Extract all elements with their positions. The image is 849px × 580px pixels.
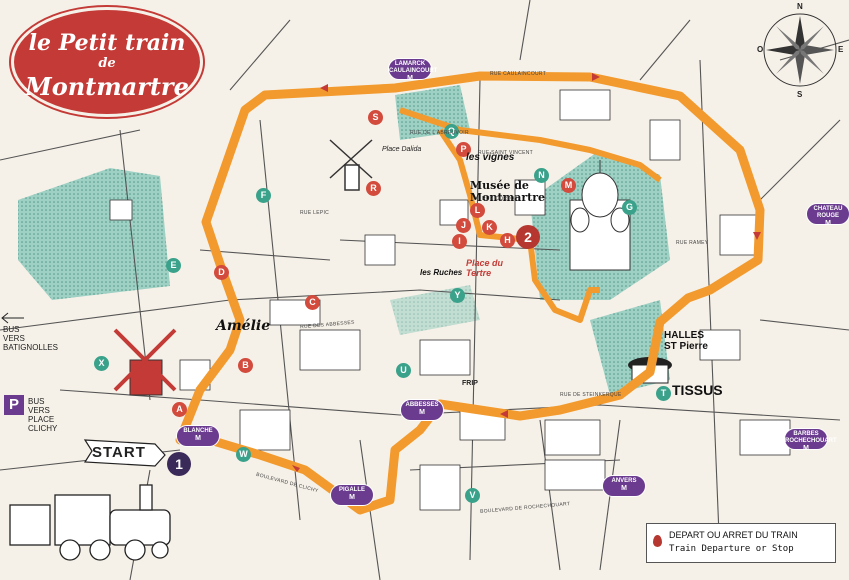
poi-letter-i[interactable]: I [452,234,467,249]
route-arrows [292,73,761,472]
metro-pigalle-label: PIGALLE [338,487,365,493]
metro-icon: M [407,75,413,82]
poi-letter-k[interactable]: K [482,220,497,235]
train-stop-1[interactable]: 1 [167,452,191,476]
poi-letter-d[interactable]: D [214,265,229,280]
title-line-3: Montmartre [25,72,189,101]
poi-letter-v[interactable]: V [465,488,480,503]
poi-letter-j[interactable]: J [456,218,471,233]
compass-rose [763,13,837,87]
poi-letter-r[interactable]: R [366,181,381,196]
poi-letter-b[interactable]: B [238,358,253,373]
compass-north: N [797,2,803,11]
label-tissus: TISSUS [672,382,723,398]
poi-letter-c[interactable]: C [305,295,320,310]
poi-letter-e[interactable]: E [166,258,181,273]
metro-blanche-label: BLANCHE [183,428,213,434]
poi-letter-x[interactable]: X [94,356,109,371]
compass-east: E [838,45,844,54]
label-musee: Musée de Montmartre [470,179,546,204]
street-steinkerque: RUE DE STEINKERQUE [560,392,622,398]
legend-box: DEPART OU ARRET DU TRAIN Train Departure… [646,523,836,563]
buildings [109,89,791,511]
poi-letter-t[interactable]: T [656,386,671,401]
label-halles: HALLES ST Pierre [664,330,708,352]
park-area-center [390,285,480,335]
poi-letter-h[interactable]: H [500,233,515,248]
title-line-1: le Petit train [28,30,186,56]
start-arrow [83,439,166,467]
start-label: START [92,444,146,461]
poi-letter-f[interactable]: F [256,188,271,203]
metro-icon: M [803,445,809,452]
drop-marker-icon [653,535,662,547]
map-title: le Petit train de Montmartre [14,10,200,114]
poi-letter-g[interactable]: G [622,200,637,215]
poi-letter-s[interactable]: S [368,110,383,125]
street-abreuvoir: RUE DE L'ABREUVOIR [410,130,469,136]
train-route [175,71,765,515]
poi-letter-a[interactable]: A [172,402,187,417]
sacre-coeur-drawing [569,160,631,271]
label-ruches: les Ruches [420,268,463,277]
metro-anvers-label: ANVERS [611,478,637,484]
street-cortot: RUE CORTOT [482,196,518,202]
train-drawing [9,484,171,561]
compass-west: O [757,45,764,54]
moulin-rouge-drawing [113,328,177,396]
metro-chateau-label: CHATEAU ROUGE [813,206,843,219]
bus-arrow [1,312,24,324]
poi-letter-q[interactable]: Q [444,124,459,139]
poi-letter-y[interactable]: Y [450,288,465,303]
metro-barbes-label: BARBES ROCHECHOUART [785,431,837,444]
label-amelie: Amélie [216,318,271,334]
parking-icon: P [4,395,24,415]
metro-icon: M [825,220,831,227]
label-place-dalida: Place Dalida [382,146,422,153]
metro-icon: M [349,494,355,501]
label-place-tertre: Place du Tertre [466,258,504,278]
windmill-drawing [329,139,373,191]
label-frip: FRIP [462,380,478,387]
metro-icon: M [195,435,201,442]
label-bus-clichy: BUS VERS PLACE CLICHY [28,397,58,433]
poi-letter-m[interactable]: M [561,178,576,193]
train-stop-2[interactable]: 2 [516,225,540,249]
street-caulaincourt: RUE CAULAINCOURT [490,71,547,77]
metro-lamarck-label: LAMARCK CAULAINCOURT [389,61,438,74]
label-vignes: les vignes [466,152,515,163]
legend-fr: DEPART OU ARRET DU TRAIN [669,530,798,540]
compass-south: S [797,90,803,99]
poi-letter-l[interactable]: L [470,203,485,218]
park-area-west [18,168,170,300]
legend-en: Train Departure or Stop [669,544,794,554]
street-ramey: RUE RAMEY [676,240,709,246]
metro-icon: M [419,409,425,416]
metro-abbesses-label: ABBESSES [405,402,439,408]
label-bus-batignolles: BUS VERS BATIGNOLLES [3,325,58,352]
street-lepic: RUE LEPIC [300,210,330,216]
poi-letter-u[interactable]: U [396,363,411,378]
poi-letter-p[interactable]: P [456,142,471,157]
street-st-vincent: RUE SAINT VINCENT [478,150,534,156]
title-line-2: de [98,56,116,71]
metro-icon: M [621,485,627,492]
poi-letter-n[interactable]: N [534,168,549,183]
poi-letter-w[interactable]: W [236,447,251,462]
